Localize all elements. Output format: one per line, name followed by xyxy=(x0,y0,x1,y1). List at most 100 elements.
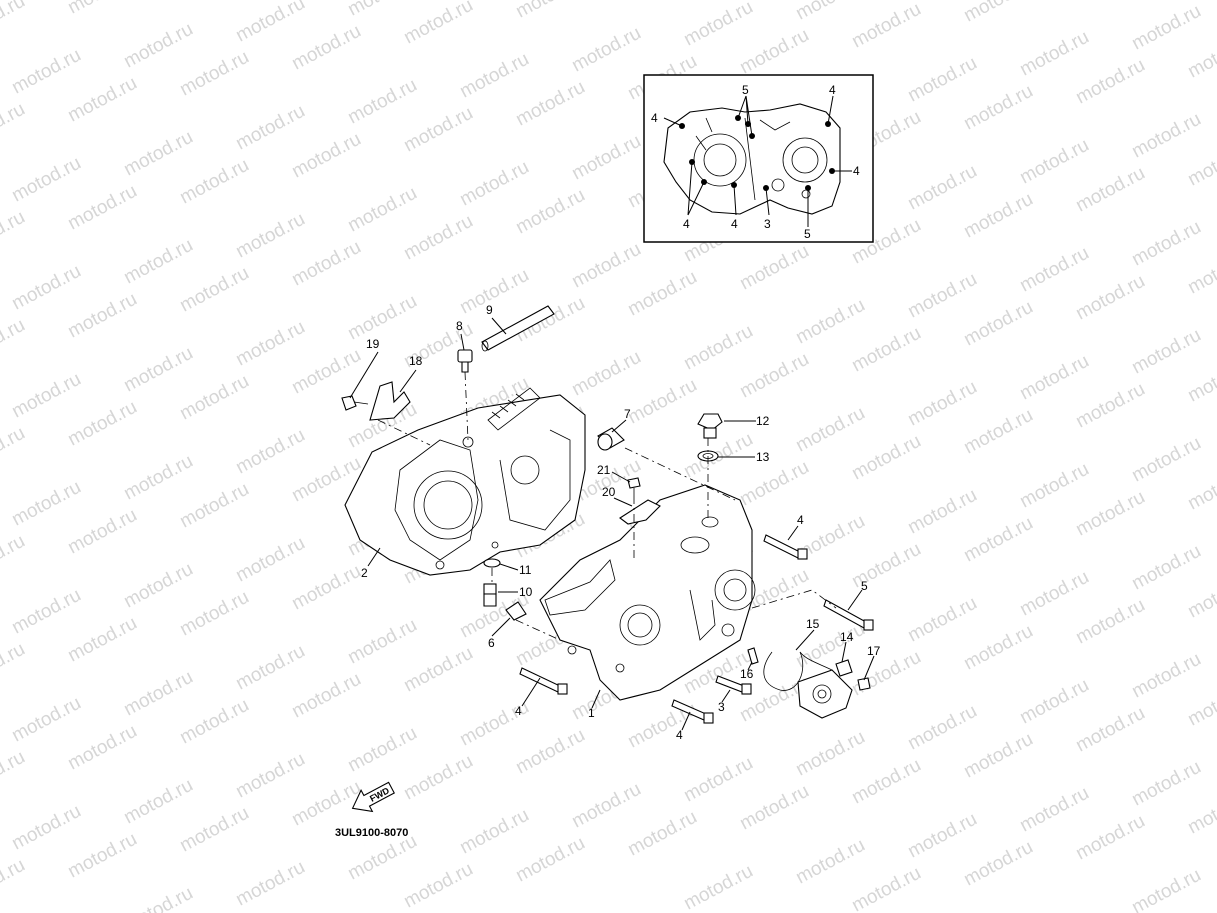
watermark-text: motod.ru xyxy=(1128,109,1204,163)
watermark-text: motod.ru xyxy=(568,23,644,77)
watermark-text: motod.ru xyxy=(232,749,308,803)
watermark-text: motod.ru xyxy=(1184,29,1217,83)
watermark-text: motod.ru xyxy=(568,779,644,833)
watermark-text: motod.ru xyxy=(64,721,140,775)
watermark-text: motod.ru xyxy=(736,25,812,79)
watermark-text: motod.ru xyxy=(512,0,588,22)
watermark-text: motod.ru xyxy=(120,451,196,505)
callout-18: 18 xyxy=(409,354,423,368)
watermark-text: motod.ru xyxy=(1128,325,1204,379)
watermark-text: motod.ru xyxy=(1184,785,1217,839)
watermark-text: motod.ru xyxy=(792,727,868,781)
watermark-text: motod.ru xyxy=(456,805,532,859)
watermark-text: motod.ru xyxy=(64,505,140,559)
callout-4: 4 xyxy=(797,513,804,527)
watermark-text: motod.ru xyxy=(0,531,29,585)
watermark-text: motod.ru xyxy=(960,513,1036,567)
watermark-text: motod.ru xyxy=(1128,757,1204,811)
watermark-text: motod.ru xyxy=(624,807,700,861)
watermark-text: motod.ru xyxy=(848,647,924,701)
watermark-text: motod.ru xyxy=(848,863,924,913)
callout-10: 10 xyxy=(519,585,533,599)
callout-9: 9 xyxy=(486,303,493,317)
watermark-text: motod.ru xyxy=(176,371,252,425)
watermark-text: motod.ru xyxy=(568,347,644,401)
watermark-text: motod.ru xyxy=(0,0,29,44)
watermark-text: motod.ru xyxy=(624,267,700,321)
callout-5: 5 xyxy=(861,579,868,593)
watermark-text: motod.ru xyxy=(736,781,812,835)
watermark-text: motod.ru xyxy=(8,693,84,747)
watermark-text: motod.ru xyxy=(904,593,980,647)
watermark-text: motod.ru xyxy=(904,377,980,431)
leader-lines xyxy=(349,317,875,731)
crankcase-left-drawing xyxy=(344,387,586,576)
callout-17: 17 xyxy=(867,644,881,658)
watermark-text: motod.ru xyxy=(792,0,868,24)
watermark-text: motod.ru xyxy=(232,857,308,911)
watermark-text: motod.ru xyxy=(848,431,924,485)
watermark-text: motod.ru xyxy=(64,0,140,18)
watermark-text: motod.ru xyxy=(1016,783,1092,837)
watermark-text: motod.ru xyxy=(232,533,308,587)
watermark-text: motod.ru xyxy=(64,829,140,883)
watermark-text: motod.ru xyxy=(1072,595,1148,649)
watermark-text: motod.ru xyxy=(232,101,308,155)
watermark-text: motod.ru xyxy=(344,291,420,345)
watermark-text: motod.ru xyxy=(960,0,1036,26)
watermark-text: motod.ru xyxy=(344,75,420,129)
watermark-text: motod.ru xyxy=(176,479,252,533)
inset-callout: 4 xyxy=(651,111,658,125)
watermark-text: motod.ru xyxy=(288,561,364,615)
watermark-text: motod.ru xyxy=(1072,163,1148,217)
watermark-text: motod.ru xyxy=(1016,459,1092,513)
watermark-text: motod.ru xyxy=(120,667,196,721)
watermark-text: motod.ru xyxy=(1128,1,1204,55)
watermark-text: motod.ru xyxy=(456,157,532,211)
watermark-text: motod.ru xyxy=(1072,271,1148,325)
watermark-text: motod.ru xyxy=(512,725,588,779)
watermark-text: motod.ru xyxy=(288,21,364,75)
inset-callout: 5 xyxy=(804,227,811,241)
small-parts-drawing xyxy=(341,305,874,724)
watermark-text: motod.ru xyxy=(232,425,308,479)
watermark-text: motod.ru xyxy=(456,265,532,319)
watermark-text: motod.ru xyxy=(960,297,1036,351)
watermark-text: motod.ru xyxy=(8,153,84,207)
inset-callouts: 4 5 4 4 4 4 4 3 5 xyxy=(651,83,860,241)
watermark-text: motod.ru xyxy=(0,423,29,477)
watermark-text: motod.ru xyxy=(344,0,420,20)
watermark-text: motod.ru xyxy=(1184,461,1217,515)
watermark-text: motod.ru xyxy=(176,803,252,857)
watermark-text: motod.ru xyxy=(736,349,812,403)
watermark-text: motod.ru xyxy=(1016,351,1092,405)
watermark-text: motod.ru xyxy=(120,19,196,73)
inset-leader-lines xyxy=(663,95,852,227)
watermark-text: motod.ru xyxy=(8,477,84,531)
watermark-text: motod.ru xyxy=(1128,649,1204,703)
watermark-text: motod.ru xyxy=(400,211,476,265)
inset-callout: 4 xyxy=(829,83,836,97)
watermark-text: motod.ru xyxy=(680,753,756,807)
watermark-text: motod.ru xyxy=(176,263,252,317)
watermark-text: motod.ru xyxy=(736,241,812,295)
watermark-text: motod.ru xyxy=(512,77,588,131)
watermark-text: motod.ru xyxy=(680,429,756,483)
watermark-text: motod.ru xyxy=(904,485,980,539)
watermark-text: motod.ru xyxy=(1016,567,1092,621)
watermark-text: motod.ru xyxy=(1016,675,1092,729)
watermark-text: motod.ru xyxy=(232,641,308,695)
inset-crankcase-drawing xyxy=(663,103,841,215)
watermark-text: motod.ru xyxy=(176,587,252,641)
callout-13: 13 xyxy=(756,450,770,464)
callout-6: 6 xyxy=(488,636,495,650)
watermark-text: motod.ru xyxy=(120,235,196,289)
watermark-text: motod.ru xyxy=(1016,135,1092,189)
watermark-text: motod.ru xyxy=(64,397,140,451)
callout-16: 16 xyxy=(740,667,754,681)
callout-19: 19 xyxy=(366,337,380,351)
watermark-text: motod.ru xyxy=(120,343,196,397)
watermark-text: motod.ru xyxy=(0,99,29,153)
callout-1: 1 xyxy=(588,706,595,720)
